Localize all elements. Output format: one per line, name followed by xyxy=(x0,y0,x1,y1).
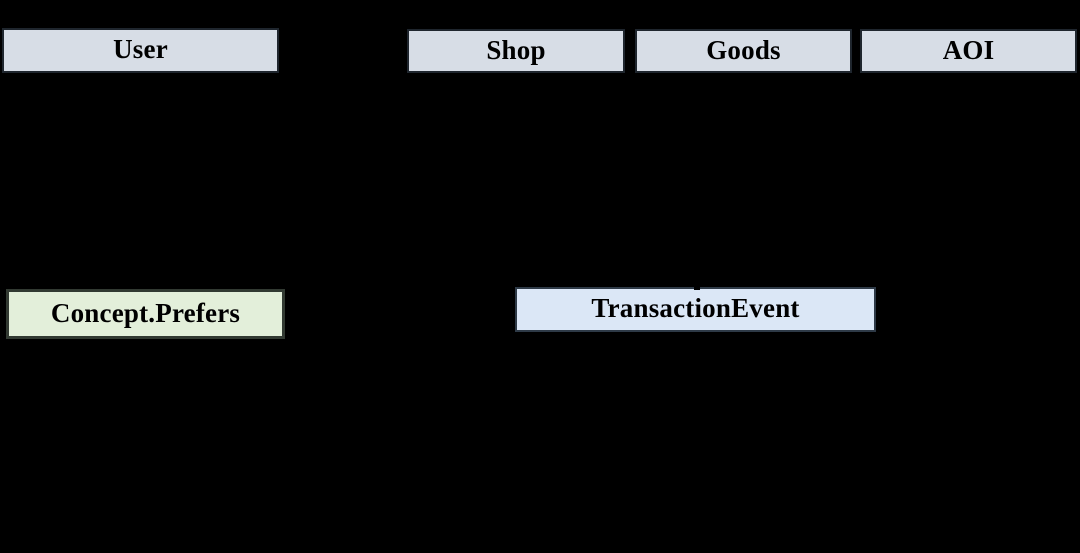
entity-box-transaction-event: TransactionEvent xyxy=(515,287,876,332)
entity-box-user: User xyxy=(2,28,279,73)
entity-label-transaction-event: TransactionEvent xyxy=(591,293,800,323)
entity-label-user: User xyxy=(113,34,168,64)
entity-box-concept-prefers: Concept.Prefers xyxy=(6,289,285,339)
entity-label-aoi: AOI xyxy=(942,34,995,65)
entity-label-concept-prefers: Concept.Prefers xyxy=(50,297,241,328)
entity-label-shop: Shop xyxy=(486,34,546,65)
entity-box-shop: Shop xyxy=(407,29,625,73)
entity-label-goods: Goods xyxy=(706,34,781,65)
connector-stub-tick xyxy=(694,283,700,290)
entity-box-aoi: AOI xyxy=(860,29,1077,73)
entity-box-goods: Goods xyxy=(635,29,852,73)
